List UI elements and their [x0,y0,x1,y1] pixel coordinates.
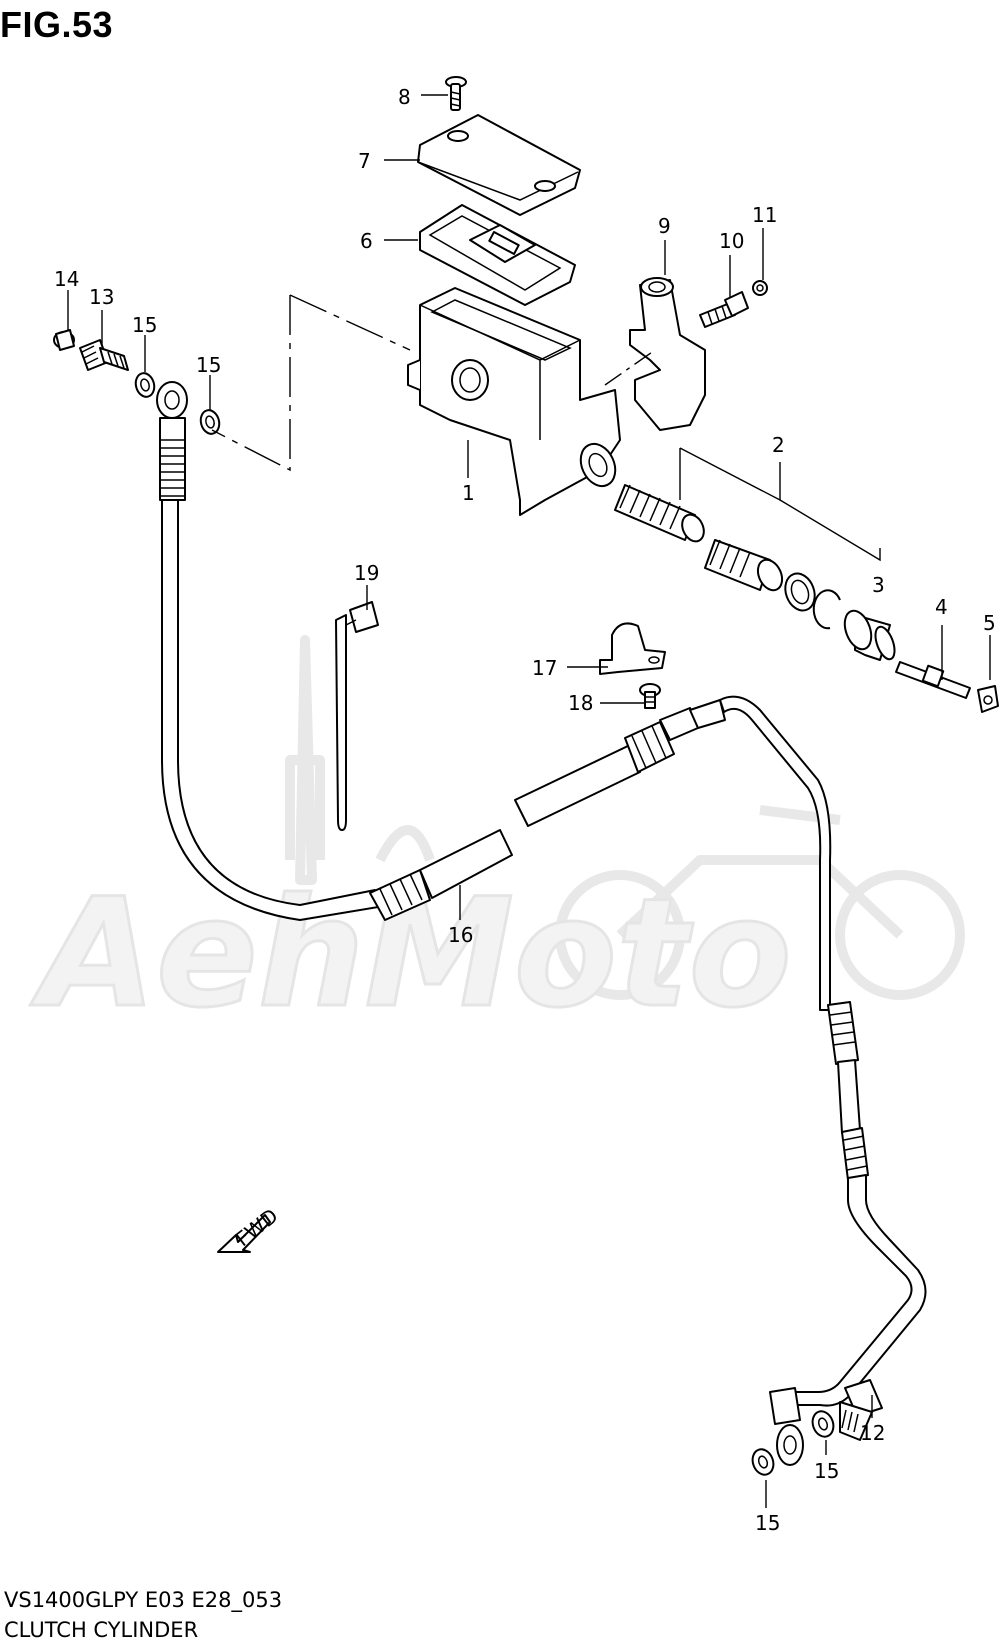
leader-lines [67,94,991,1508]
part-17-hose-clamp [599,622,666,675]
part-8-screw [445,76,467,111]
callout-14: 14 [54,267,79,291]
callout-8: 8 [398,85,411,109]
fwd-direction-arrow: FWD [217,1204,282,1253]
part-14-cap [53,329,75,351]
callout-15-upper-a: 15 [132,313,157,337]
part-4-push-rod [895,661,971,699]
callout-19: 19 [354,561,379,585]
part-10-bolt [699,291,749,328]
figure-title: FIG.53 [0,4,114,45]
callout-18: 18 [568,691,593,715]
part-15-washer-a [134,372,156,398]
callout-13: 13 [89,285,114,309]
callout-9: 9 [658,214,671,238]
callout-4: 4 [935,595,948,619]
part-15-washer-d [751,1448,775,1476]
part-18-bolt [639,683,661,709]
part-1-master-cylinder [407,287,621,516]
part-7-reservoir-cap [417,114,581,216]
part-6-diaphragm [419,204,576,306]
callout-6: 6 [360,229,373,253]
part-16-clutch-hose [156,381,726,921]
part-12-union-bolt [839,1379,883,1441]
callout-11: 11 [752,203,777,227]
section-name: CLUTCH CYLINDER [4,1618,199,1642]
part-15-washer-b [199,409,221,435]
part-2-o-ring [784,572,816,612]
callout-10: 10 [719,229,744,253]
callout-7: 7 [358,149,371,173]
part-19-cable-tie [335,601,379,831]
part-2-piston-assembly [614,484,784,592]
callout-15-lower-b: 15 [755,1511,780,1535]
callout-5: 5 [983,611,996,635]
part-11-nut [752,280,768,296]
callout-15-lower-a: 15 [814,1459,839,1483]
callout-17: 17 [532,656,557,680]
hose-line-lower [719,695,927,1466]
callout-15-upper-b: 15 [196,353,221,377]
part-2-circlip [812,589,841,630]
model-code: VS1400GLPY E03 E28_053 [4,1588,283,1612]
callout-3: 3 [872,573,885,597]
part-5-nut [977,685,999,713]
callout-12: 12 [860,1421,885,1445]
callout-1: 1 [462,481,475,505]
callout-labels: 8 7 6 1 9 10 11 2 3 4 5 14 13 15 15 19 1… [54,85,996,1535]
part-3-boot [843,609,896,661]
callout-2: 2 [772,433,785,457]
part-9-clamp [629,277,706,431]
part-13-bleeder-screw [79,339,129,371]
part-15-washer-c [811,1410,835,1438]
callout-16: 16 [448,923,473,947]
